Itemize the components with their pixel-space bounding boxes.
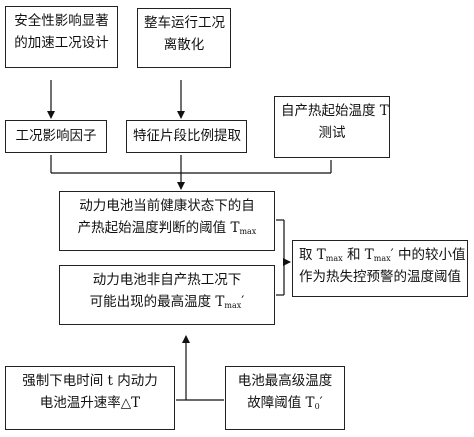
selftest-sub: 0 <box>389 110 390 119</box>
box-tmax-prime-max-temp: 动力电池非自产热工况下 可能出现的最高温度 Tmax′ <box>59 265 275 325</box>
discretize-line-2: 离散化 <box>163 37 205 53</box>
result-text-c: ′ 中的较小值 <box>390 247 466 263</box>
result-line-2: 作为热失控预警的温度阈值 <box>299 269 461 285</box>
selftest-line-1: 自产热起始温度 T0 <box>281 100 389 122</box>
fault-line-1: 电池最高级温度 <box>237 373 333 389</box>
result-line-1: 取 Tmax 和 Tmax′ 中的较小值 <box>299 244 466 266</box>
tmaxp-sub: max <box>224 301 242 310</box>
tmax-sub: max <box>239 227 257 236</box>
tmaxp-line-2-text: 可能出现的最高温度 T <box>89 294 225 310</box>
tmax-line-2: 产热起始温度判断的阈值 Tmax <box>66 217 268 239</box>
box-self-heating-onset-test: 自产热起始温度 T0 测试 <box>274 96 390 158</box>
fault-prime: ′ <box>319 395 323 411</box>
box-accelerated-condition-design: 安全性影响显著 的加速工况设计 <box>5 6 118 68</box>
result-text-b: 和 T <box>342 247 374 263</box>
fault-line-2: 故障阈值 T0′ <box>232 392 338 414</box>
discretize-line-1: 整车运行工况 <box>144 15 225 31</box>
box-condition-influence-factor: 工况影响因子 <box>5 120 107 153</box>
selftest-line-2: 测试 <box>318 125 346 141</box>
box-vehicle-condition-discretization: 整车运行工况 离散化 <box>137 8 231 68</box>
box-feature-segment-extraction: 特征片段比例提取 <box>126 120 247 153</box>
result-text-a: 取 T <box>299 247 326 263</box>
tmax-line-2-text: 产热起始温度判断的阈值 T <box>77 220 240 236</box>
box-warning-threshold-result: 取 Tmax 和 Tmax′ 中的较小值 作为热失控预警的温度阈值 <box>292 240 468 297</box>
box-tmax-threshold: 动力电池当前健康状态下的自 产热起始温度判断的阈值 Tmax <box>59 191 275 251</box>
fault-sub: 0 <box>314 402 320 411</box>
result-sub-1: max <box>325 254 343 263</box>
tmaxp-line-2: 可能出现的最高温度 Tmax′ <box>66 291 268 313</box>
factors-text: 工况影响因子 <box>15 128 97 144</box>
selftest-text: 自产热起始温度 T <box>281 103 389 119</box>
box-battery-fault-threshold: 电池最高级温度 故障阈值 T0′ <box>225 366 345 430</box>
poweroff-line-2: 电池温升速率△T <box>39 395 141 411</box>
tmaxp-prime: ′ <box>241 294 245 310</box>
design-line-1: 安全性影响显著 <box>14 13 109 29</box>
box-forced-power-off-temp-rise: 强制下电时间 t 内动力 电池温升速率△T <box>5 366 175 430</box>
design-line-2: 的加速工况设计 <box>14 35 109 51</box>
poweroff-line-1: 强制下电时间 t 内动力 <box>22 373 158 389</box>
fault-line-2-text: 故障阈值 T <box>247 395 315 411</box>
tmaxp-line-1: 动力电池非自产热工况下 <box>92 272 242 288</box>
tmax-line-1: 动力电池当前健康状态下的自 <box>79 198 255 214</box>
result-sub-2: max <box>373 254 391 263</box>
extract-text: 特征片段比例提取 <box>133 128 241 144</box>
